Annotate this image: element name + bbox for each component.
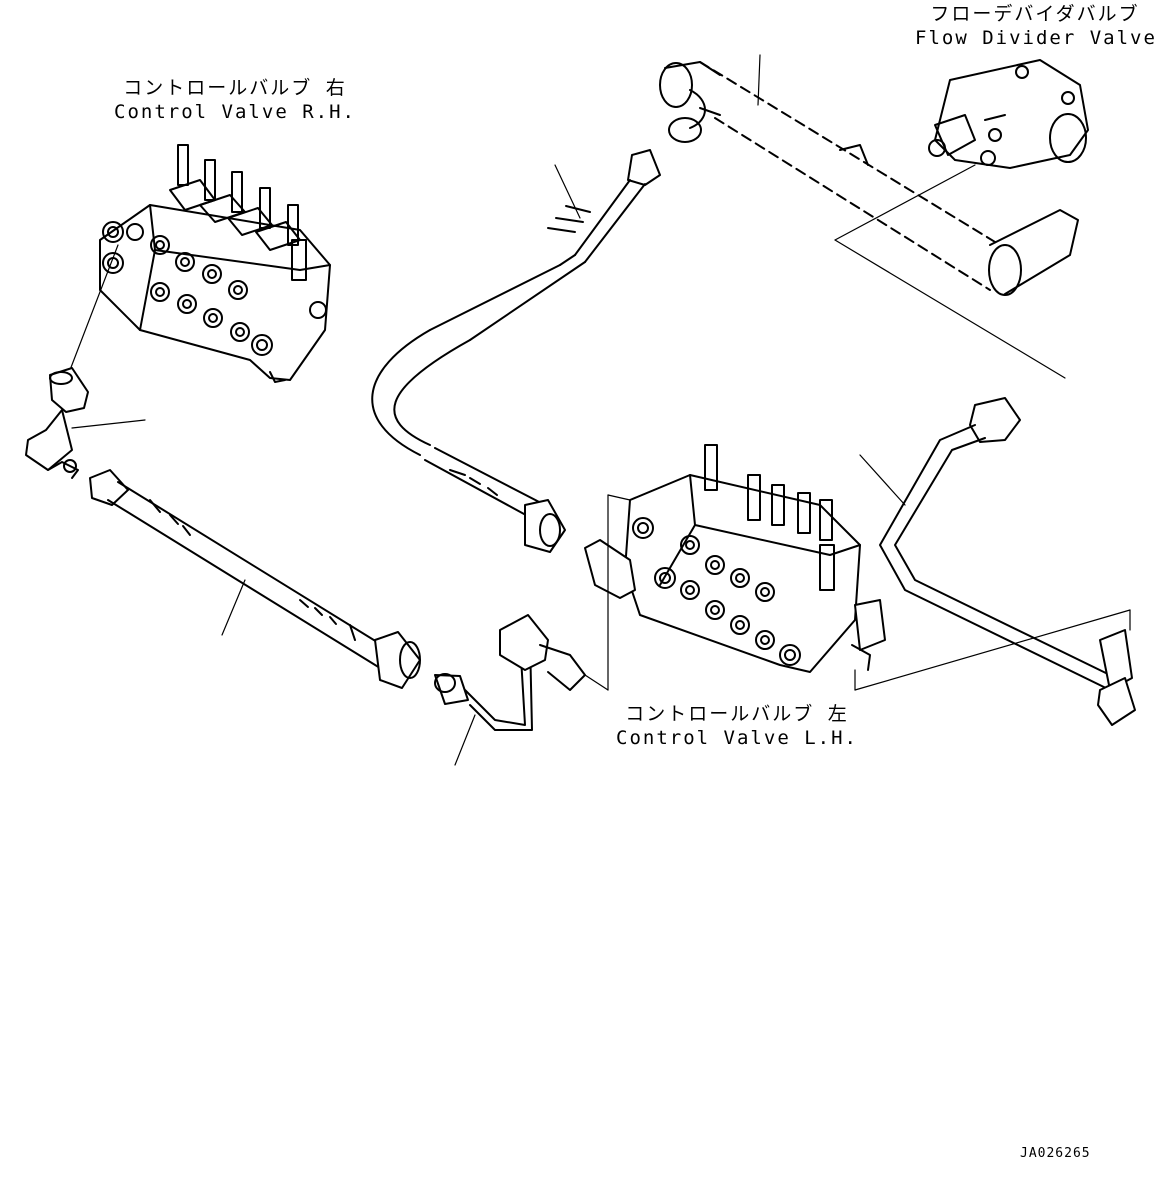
control-valve-lh-label: コントロールバルブ 左 Control Valve L.H.	[612, 702, 862, 750]
control-valve-rh-body	[99, 144, 331, 383]
bent-tube-right	[854, 397, 1136, 726]
control-valve-rh-jp: コントロールバルブ 右	[123, 77, 347, 99]
elbow-fitting-left	[25, 367, 146, 479]
drawing-code: JA026265	[1020, 1146, 1091, 1161]
hose-center	[371, 149, 661, 553]
flow-divider-valve-label: フローデバイダバルブ Flow Divider Valve	[915, 2, 1155, 50]
control-valve-lh-en: Control Valve L.H.	[616, 727, 858, 749]
control-valve-rh-en: Control Valve R.H.	[114, 101, 356, 123]
control-valve-lh-body	[584, 444, 886, 691]
bent-tube-bottom	[434, 614, 586, 766]
flow-divider-valve-body	[834, 59, 1089, 379]
rh-ports	[102, 221, 327, 383]
lh-ports	[632, 517, 801, 666]
control-valve-lh-jp: コントロールバルブ 左	[625, 703, 849, 725]
hose-lower-left	[89, 469, 421, 689]
upper-pipe-dashed	[659, 54, 1079, 296]
control-valve-rh-label: コントロールバルブ 右 Control Valve R.H.	[110, 76, 360, 124]
rh-spool-stems	[169, 144, 307, 281]
lh-spool-stems	[704, 444, 835, 591]
flow-divider-valve-en: Flow Divider Valve	[915, 27, 1157, 49]
flow-divider-valve-jp: フローデバイダバルブ	[930, 3, 1140, 25]
